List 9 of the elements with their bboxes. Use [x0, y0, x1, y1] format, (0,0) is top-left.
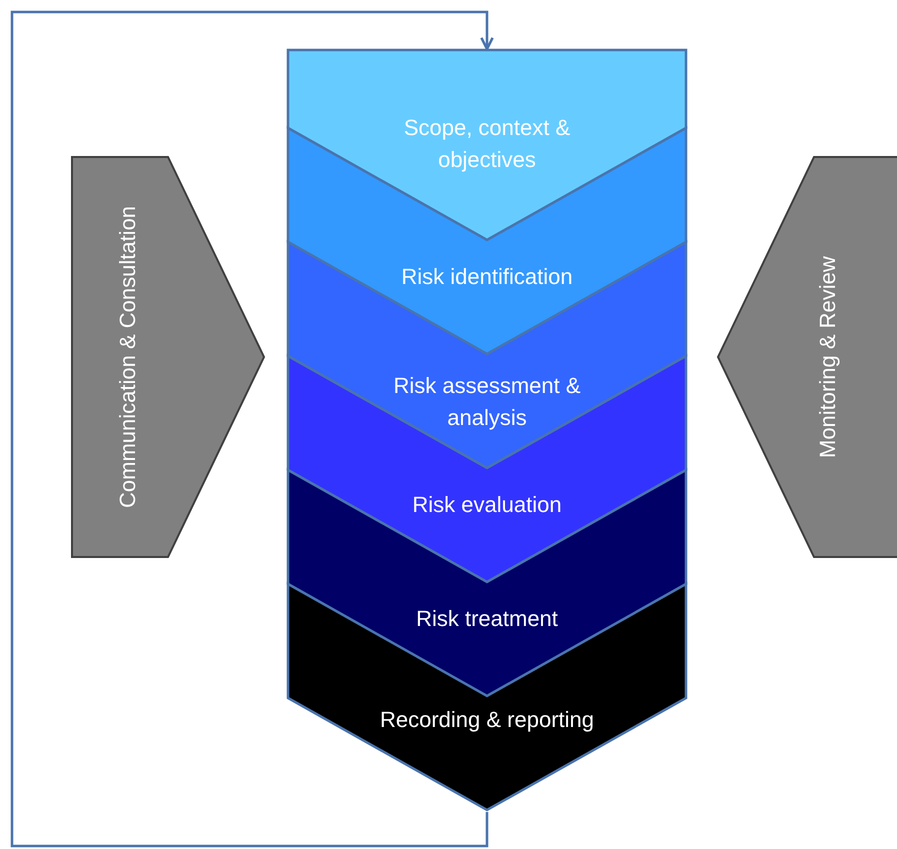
side-label: Communication & Consultation — [115, 204, 141, 510]
step-label: Risk treatment — [415, 605, 559, 633]
step-label: Risk identification — [400, 263, 574, 291]
step-label: Risk evaluation — [411, 491, 563, 519]
feedback-arrow — [10, 10, 494, 848]
step-label: Scope, context & objectives — [402, 114, 572, 174]
step-label: Recording & reporting — [378, 706, 595, 734]
side-label: Monitoring & Review — [815, 255, 841, 460]
step-label: Risk assessment & analysis — [392, 372, 582, 432]
